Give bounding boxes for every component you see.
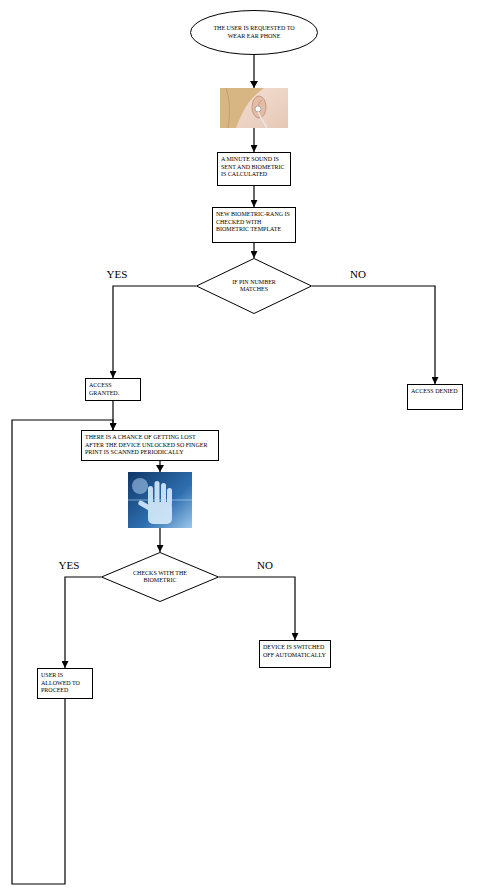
- start-ellipse: THE USER IS REQUESTED TO WEAR EAR PHONE: [190, 10, 318, 55]
- branch-label: NO: [349, 269, 367, 280]
- node-text: THERE IS A CHANCE OF GETTING LOST AFTER …: [85, 434, 215, 457]
- branch-label: NO: [256, 560, 274, 571]
- node-text: ACCESS GRANTED.: [89, 382, 137, 397]
- node-text: USER IS ALLOWED TO PROCEED: [41, 672, 89, 695]
- text-holder: DEVICE IS SWITCHED OFF AUTOMATICALLY: [263, 644, 327, 659]
- ellipse-shape: [191, 11, 318, 55]
- flow-arrow: [253, 243, 254, 258]
- process-box: USER IS ALLOWED TO PROCEED: [37, 668, 93, 699]
- text-holder: CHECKS WITH THE BIOMETRIC: [131, 570, 190, 585]
- process-box: DEVICE IS SWITCHED OFF AUTOMATICALLY: [259, 640, 331, 668]
- node-text: ACCESS DENIED: [411, 388, 459, 396]
- flow-arrow: [113, 286, 196, 378]
- process-box: A MINUTE SOUND IS SENT AND BIOMETRIC IS …: [217, 152, 291, 186]
- flow-arrow: [65, 577, 101, 668]
- process-box: THERE IS A CHANCE OF GETTING LOST AFTER …: [81, 430, 219, 461]
- text-holder: NEW BIOMETRIC-RANG IS CHECKED WITH BIOME…: [216, 211, 292, 234]
- node-text: A MINUTE SOUND IS SENT AND BIOMETRIC IS …: [221, 156, 287, 179]
- node-text: IF PIN NUMBER MATCHES: [225, 279, 283, 294]
- flow-arrow: [12, 420, 113, 884]
- diamond-shape: [197, 259, 312, 314]
- process-box: ACCESS DENIED: [407, 384, 463, 410]
- text-holder: IF PIN NUMBER MATCHES: [225, 279, 283, 294]
- branch-label: YES: [106, 269, 129, 280]
- flow-arrow: [253, 186, 254, 207]
- branch-label: YES: [58, 560, 81, 571]
- process-box: NEW BIOMETRIC-RANG IS CHECKED WITH BIOME…: [212, 207, 296, 243]
- node-text: NEW BIOMETRIC-RANG IS CHECKED WITH BIOME…: [216, 211, 292, 234]
- node-text: THE USER IS REQUESTED TO WEAR EAR PHONE: [208, 25, 300, 40]
- text-holder: ACCESS DENIED: [411, 388, 459, 396]
- node-text: DEVICE IS SWITCHED OFF AUTOMATICALLY: [263, 644, 327, 659]
- finger-scan-photo: [128, 465, 192, 528]
- text-holder: ACCESS GRANTED.: [89, 382, 137, 397]
- node-text: CHECKS WITH THE BIOMETRIC: [131, 570, 190, 585]
- text-holder: THE USER IS REQUESTED TO WEAR EAR PHONE: [208, 25, 300, 40]
- text-holder: THERE IS A CHANCE OF GETTING LOST AFTER …: [85, 434, 215, 457]
- ear-phone-photo: [220, 81, 288, 128]
- decision-diamond: IF PIN NUMBER MATCHES: [196, 258, 312, 314]
- text-holder: USER IS ALLOWED TO PROCEED: [41, 672, 89, 695]
- flow-arrow: [312, 286, 435, 384]
- process-box: ACCESS GRANTED.: [85, 378, 141, 401]
- diamond-shape: [102, 553, 219, 602]
- flow-arrow: [219, 577, 295, 640]
- text-holder: A MINUTE SOUND IS SENT AND BIOMETRIC IS …: [221, 156, 287, 179]
- decision-diamond: CHECKS WITH THE BIOMETRIC: [101, 552, 219, 602]
